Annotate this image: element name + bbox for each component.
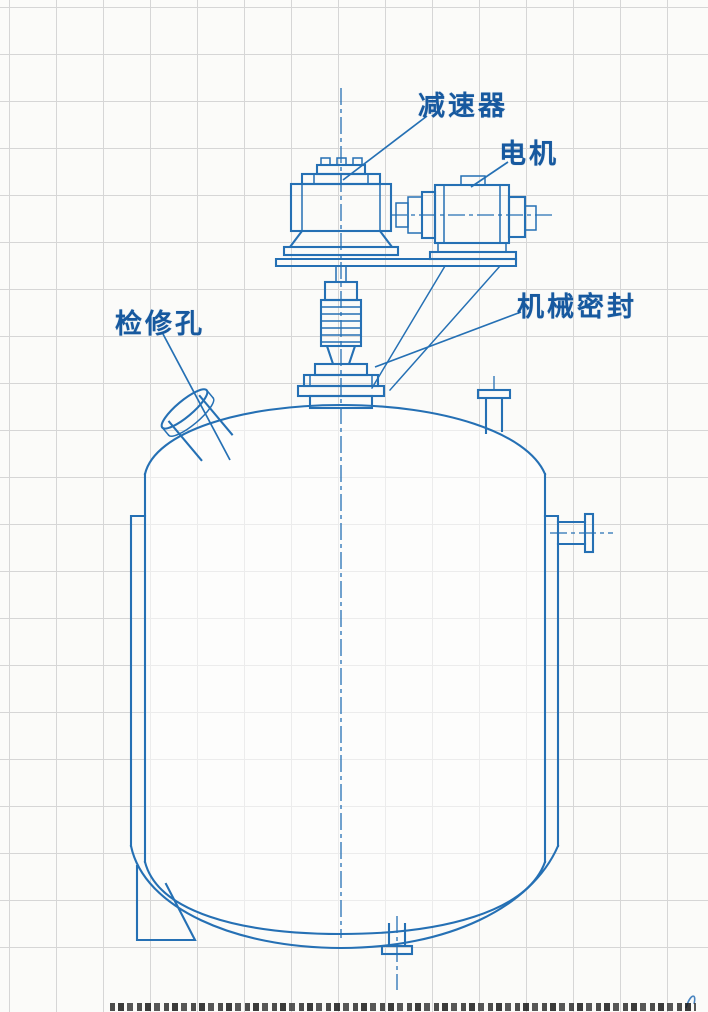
leader-reducer: [342, 115, 428, 181]
leader-inspection-hole: [162, 333, 231, 461]
bottom-outlet-nozzle: [380, 922, 414, 956]
leader-lines: [162, 115, 522, 461]
label-inspection-hole: 检修孔: [115, 309, 205, 340]
motor: [395, 175, 537, 261]
manhole-nozzle: [160, 388, 234, 462]
side-nozzle: [556, 512, 595, 554]
leader-mechanical-seal: [374, 311, 522, 368]
vessel-fill: [145, 405, 545, 934]
label-reducer: 减速器: [418, 91, 508, 122]
leader-motor: [470, 161, 509, 188]
gearbox: [282, 157, 400, 257]
support-leg: [135, 864, 197, 942]
label-motor: 电机: [499, 139, 559, 170]
vessel-shell: [129, 403, 560, 950]
top-right-nozzle: [476, 388, 512, 435]
label-mechanical-seal: 机械密封: [517, 292, 637, 323]
mechanical-seal: [296, 362, 386, 410]
drive-stand: [274, 257, 518, 392]
scan-artifact-strip: [110, 1003, 696, 1011]
